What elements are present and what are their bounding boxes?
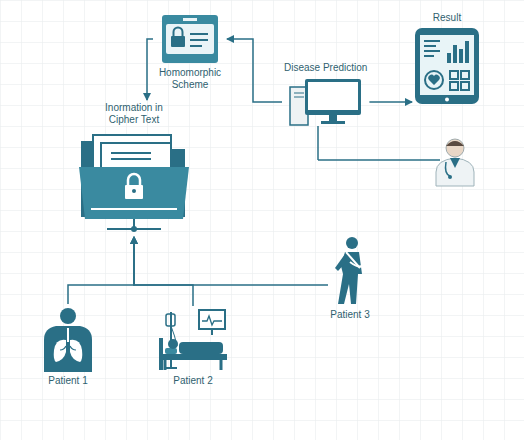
connector-arrow xyxy=(147,39,153,100)
connector-arrow xyxy=(227,39,282,102)
tablet-icon xyxy=(414,27,480,105)
torso-icon xyxy=(40,306,96,372)
connector-arrow xyxy=(134,237,328,285)
bed-icon xyxy=(157,308,229,372)
connector-arrow xyxy=(134,237,193,306)
node-label: Patient 3 xyxy=(330,309,369,321)
icon-node: Patient 3 xyxy=(328,234,372,323)
node-label: Result xyxy=(433,12,461,24)
icon-node: Disease Prediction xyxy=(282,60,369,129)
node-label: Patient 1 xyxy=(48,375,87,387)
connector-arrow xyxy=(68,237,134,304)
icon-node: Inormation in Cipher Text xyxy=(75,100,193,237)
folder-icon xyxy=(77,129,191,235)
card-icon xyxy=(161,14,219,64)
icon-node: Patient 2 xyxy=(155,306,231,389)
computer-icon xyxy=(289,77,363,127)
icon-node: Patient 1 xyxy=(38,304,98,389)
icon-node: Homomorphic Scheme xyxy=(153,12,227,93)
walker-icon xyxy=(330,236,370,306)
icon-node: Result xyxy=(412,10,482,107)
node-label: Patient 2 xyxy=(173,375,212,387)
node-label: Inormation in Cipher Text xyxy=(92,102,176,126)
node-label: Homomorphic Scheme xyxy=(155,67,225,91)
doctor-figure xyxy=(318,126,474,186)
node-label: Disease Prediction xyxy=(284,62,367,74)
connector-arrow xyxy=(369,101,412,103)
